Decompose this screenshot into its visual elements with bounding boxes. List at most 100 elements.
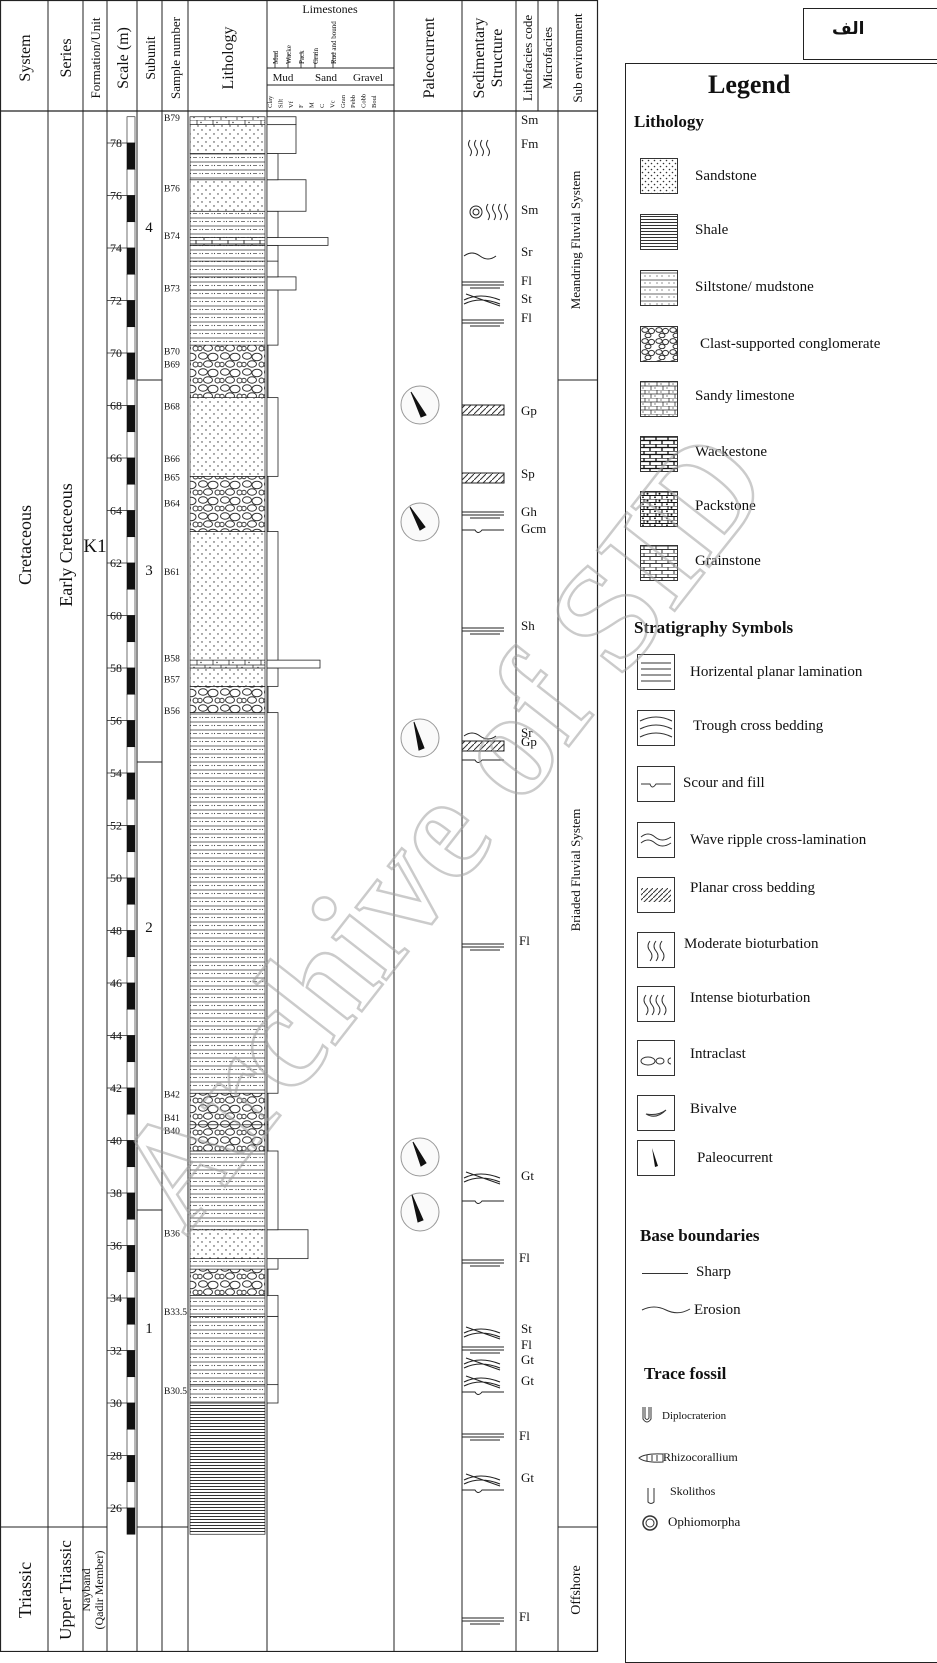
scale-segment xyxy=(126,693,136,721)
facies-code: Fl xyxy=(519,1609,530,1624)
scale-tick-label: 62 xyxy=(110,556,122,570)
formation-nayband: Nayband xyxy=(79,1568,93,1611)
lamination-symbol xyxy=(462,1433,504,1441)
scale-tick-label: 40 xyxy=(110,1134,122,1148)
paleocurrent-roses xyxy=(400,385,440,1232)
facies-code: Fm xyxy=(521,136,538,151)
bioturbation-symbol xyxy=(486,139,490,157)
scale-segment xyxy=(126,1297,136,1325)
lithofacies-codes: SmFmSmSrFlStFlGpSpGhGcmShSrGpFlGtFlStFlG… xyxy=(519,112,546,1624)
sample-label: B36 xyxy=(164,1229,180,1239)
scour-and-fill-icon xyxy=(637,766,675,802)
scale-segment xyxy=(126,483,136,511)
header-scale: Scale (m) xyxy=(115,27,132,89)
subunit-4: 4 xyxy=(145,220,153,236)
bioturbation-symbol xyxy=(498,203,502,221)
scale-segment xyxy=(126,1035,136,1063)
sub-env-braided: Briaded Fluvial System xyxy=(568,809,583,932)
trough-symbol xyxy=(463,1375,501,1389)
grain-size-profile xyxy=(266,1229,309,1260)
legend-intraclast: Intraclast xyxy=(690,1046,746,1062)
scale-segment xyxy=(126,877,136,905)
scale-segment xyxy=(126,562,136,590)
lithology-bed xyxy=(189,179,266,212)
scale-tick-label: 48 xyxy=(110,924,122,938)
grain-size-profile xyxy=(266,179,307,212)
intense-bioturbation-icon xyxy=(637,986,675,1022)
scale-segment xyxy=(126,326,136,354)
formation-qadir: (Qadir Member) xyxy=(92,1551,106,1630)
legend-siltstone: Siltstone/ mudstone xyxy=(695,279,814,295)
wave-ripple-symbol xyxy=(463,252,497,260)
scale-segment xyxy=(126,1192,136,1220)
scale-segment xyxy=(126,1402,136,1430)
scale-segment xyxy=(126,641,136,669)
facies-code: Fl xyxy=(521,273,532,288)
bioturbation-symbol xyxy=(504,203,508,221)
scale-tick-label: 44 xyxy=(110,1029,122,1043)
bioturbation-symbol xyxy=(480,139,484,157)
scour-symbol xyxy=(462,1200,504,1204)
grain-bottom-label: Clay xyxy=(267,95,274,108)
scour-symbol xyxy=(462,1391,504,1395)
facies-code: St xyxy=(521,291,532,306)
system-triassic: Triassic xyxy=(15,1562,35,1618)
column-dividers xyxy=(0,0,598,1652)
grain-size-profile xyxy=(266,276,297,291)
trough-symbol xyxy=(463,293,501,307)
lithology-bed xyxy=(189,153,266,181)
formation-k1: K1 xyxy=(83,536,106,557)
facies-code: Fl xyxy=(521,310,532,325)
grain-size-profile xyxy=(266,244,279,262)
scale-segment xyxy=(126,903,136,931)
sub-env-meandering: Meandring Fluvial System xyxy=(568,171,583,310)
scale-tick-label: 36 xyxy=(110,1239,122,1253)
facies-code: Gt xyxy=(521,1373,534,1388)
sandy-limestone-swatch xyxy=(640,381,678,417)
scale-tick-label: 32 xyxy=(110,1344,122,1358)
scale-tick-label: 60 xyxy=(110,609,122,623)
facies-code: Fl xyxy=(519,1428,530,1443)
sample-label: B56 xyxy=(164,707,180,717)
scale-segment xyxy=(126,1350,136,1378)
facies-code: Gt xyxy=(521,1168,534,1183)
planar-cross-symbol xyxy=(461,740,505,752)
packstone-swatch xyxy=(640,491,678,527)
scale-segment xyxy=(126,405,136,433)
scale-tick-label: 38 xyxy=(110,1186,122,1200)
bivalve-icon xyxy=(637,1095,675,1131)
sub-env-offshore: Offshore xyxy=(569,1565,584,1615)
legend-title: Legend xyxy=(708,70,791,99)
lithology-log xyxy=(189,116,329,1535)
wave-ripple-symbol xyxy=(463,732,497,740)
wackestone-swatch xyxy=(640,436,678,472)
grain-size-profile xyxy=(266,1150,279,1231)
scale-tick-label: 46 xyxy=(110,976,122,990)
lithology-bed xyxy=(189,1402,266,1535)
scale-segment xyxy=(126,536,136,564)
grain-top-label: Rud and bound xyxy=(330,21,338,64)
scale-tick-label: 74 xyxy=(110,241,122,255)
legend-intense-bioturbation: Intense bioturbation xyxy=(690,990,811,1006)
lithology-bed xyxy=(189,1268,266,1296)
legend-sharp: Sharp xyxy=(696,1264,731,1280)
facies-code: Gh xyxy=(521,504,537,519)
grain-size-profile xyxy=(266,1092,269,1126)
trough-cross-bedding-icon xyxy=(637,710,675,746)
lithology-bed xyxy=(189,276,266,291)
legend-diplocraterion: Diplocraterion xyxy=(662,1410,727,1422)
sample-label: B68 xyxy=(164,403,180,413)
legend-lithology-title: Lithology xyxy=(634,112,704,131)
intraclast-icon xyxy=(637,1040,675,1076)
sample-label: B61 xyxy=(164,568,180,578)
facies-code: Sh xyxy=(521,618,535,633)
legend-moderate-bioturbation: Moderate bioturbation xyxy=(684,936,819,952)
legend-trace-title: Trace fossil xyxy=(644,1364,727,1383)
lithology-bed xyxy=(189,1124,266,1152)
lithology-bed xyxy=(189,237,266,246)
grain-mid-label: Gravel xyxy=(353,72,383,84)
scale-tick-label: 58 xyxy=(110,661,122,675)
sample-label: B58 xyxy=(164,655,180,665)
grain-top-label: Grain xyxy=(312,48,320,64)
legend-bivalve: Bivalve xyxy=(690,1101,737,1117)
